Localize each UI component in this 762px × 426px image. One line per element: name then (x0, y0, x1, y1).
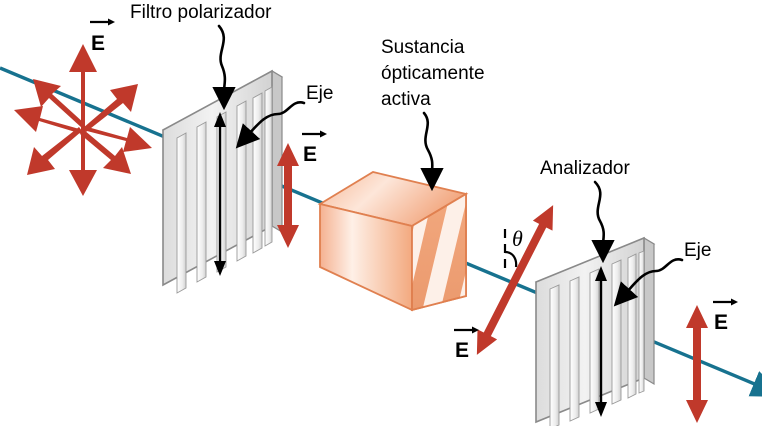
e-vector-arrowhead-unpolarized (108, 18, 115, 26)
burst-ray-upper-left (33, 79, 85, 128)
e-field-output-label: E (713, 298, 738, 334)
axis-label-2-group: Eje (613, 240, 711, 307)
e-letter-unpolarized: E (91, 32, 105, 55)
e-vector-arrowhead-after-polarizer (320, 130, 327, 138)
polarizing-filter-label: Filtro polarizador (130, 2, 272, 23)
polarizer-axis-arrow-up (214, 112, 226, 127)
substance-label-line1: Sustancia (381, 37, 465, 58)
angle-arc (504, 250, 518, 268)
polarizer-slat (196, 121, 207, 283)
burst-ray-right (83, 126, 152, 152)
burst-ray-up (69, 44, 97, 128)
rotation-angle-marker: θ (503, 226, 523, 274)
axis-label-2: Eje (684, 240, 711, 261)
burst-ray-lower-right (80, 130, 131, 174)
burst-ray-left (14, 106, 83, 134)
e-field-rotated-arrow (476, 205, 554, 355)
polarizing-filter-leader-arrow (212, 24, 236, 111)
prism-stripe (420, 194, 466, 310)
analyzer-slat (638, 250, 645, 394)
polarizer-axis-arrow-down (214, 261, 226, 276)
analyzer-slat (627, 253, 637, 399)
substance-label-line3: activa (381, 89, 431, 110)
e-vector-arrowhead-rotated (472, 326, 479, 334)
burst-ray-upper-right (83, 84, 138, 132)
axis-label-2-leader-arrow (613, 258, 684, 307)
e-field-unpolarized-label: E (90, 18, 115, 55)
substance-leader-arrow (420, 111, 444, 192)
e-letter-after-polarizer: E (303, 143, 317, 166)
prism-end-outline (411, 192, 467, 312)
analyzer-slat (549, 284, 560, 426)
analyzer-label-group: Analizador (540, 158, 630, 264)
analyzer-axis-arrow-down (595, 402, 607, 417)
axis-label-1: Eje (306, 83, 333, 104)
e-field-rotated-label: E (454, 326, 479, 362)
e-field-after-polarizer-arrow (277, 143, 299, 248)
polarizing-filter-label-group: Filtro polarizador (130, 2, 272, 111)
analyzer-axis-arrow-up (595, 266, 607, 281)
analyzer-right-edge (643, 236, 655, 386)
analyzer-label: Analizador (540, 158, 630, 179)
polarizer-slat (176, 132, 187, 294)
axis-label-1-group: Eje (235, 83, 333, 149)
polarizer-slat (216, 111, 227, 273)
polarizing-filter (161, 69, 284, 294)
analyzer-leader-arrow (591, 180, 615, 264)
e-letter-output: E (714, 311, 728, 334)
polarized-e-double-arrow (277, 143, 299, 248)
polarizer-slat (264, 86, 273, 247)
analyzer-slat (589, 268, 600, 414)
burst-ray-lower-left (27, 127, 82, 175)
theta-symbol: θ (512, 226, 523, 251)
analyzer-slat (569, 276, 580, 422)
analyzer-slat (611, 259, 622, 405)
burst-ray-down (69, 128, 97, 196)
rotated-e-double-arrow (476, 205, 554, 355)
e-field-output-arrow (686, 305, 708, 423)
substance-label-line2: ópticamente (381, 63, 485, 84)
optically-active-substance (317, 171, 469, 312)
optically-active-substance-label-group: Sustancia ópticamente activa (381, 37, 485, 192)
e-letter-rotated: E (455, 339, 469, 362)
analyzer-filter (534, 236, 656, 426)
e-field-after-polarizer-label: E (302, 130, 327, 166)
unpolarized-light-burst (14, 44, 152, 196)
polarizer-right-edge (271, 69, 283, 234)
polarizer-slat (236, 100, 247, 262)
axis-label-1-leader-arrow (235, 101, 306, 149)
polarizer-slat (252, 92, 263, 254)
output-e-double-arrow (686, 305, 708, 423)
e-vector-arrowhead-output (731, 298, 738, 306)
